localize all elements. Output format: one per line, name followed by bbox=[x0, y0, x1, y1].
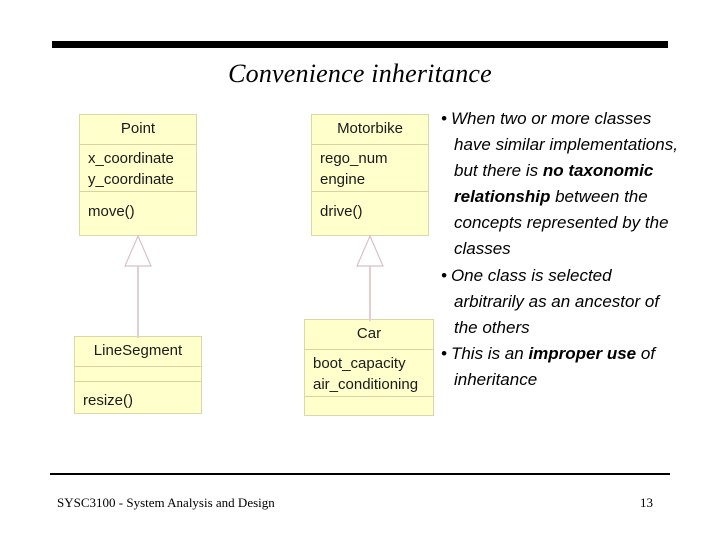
uml-operation-compartment bbox=[305, 396, 433, 417]
bullet-1-run-2: no taxonomic relationship bbox=[454, 161, 654, 207]
uml-class-linesegment[interactable]: LineSegment resize() bbox=[74, 336, 202, 414]
uml-attribute-compartment: rego_num engine bbox=[312, 144, 428, 191]
bullet-item-3: •This is an improper use of inheritance bbox=[441, 341, 681, 393]
footer-course-label: SYSC3100 - System Analysis and Design bbox=[57, 495, 275, 510]
uml-class-name: Motorbike bbox=[337, 120, 403, 137]
bullet-item-1: •When two or more classes have similar i… bbox=[441, 106, 681, 263]
page-title: Convenience inheritance bbox=[228, 59, 492, 88]
bullet-list: •When two or more classes have similar i… bbox=[441, 106, 681, 393]
bullet-item-2: •One class is selected arbitrarily as an… bbox=[441, 263, 681, 341]
title-top-rule bbox=[52, 41, 668, 48]
bullet-marker-2: • bbox=[441, 265, 447, 285]
bullet-marker-1: • bbox=[441, 109, 447, 128]
uml-class-point[interactable]: Point x_coordinate y_coordinate move() bbox=[79, 114, 197, 236]
generalization-arrow-linesegment-to-point bbox=[124, 234, 152, 338]
uml-class-name: LineSegment bbox=[93, 342, 183, 359]
uml-operation-compartment: move() bbox=[80, 191, 196, 226]
uml-operation-compartment: resize() bbox=[75, 381, 201, 415]
bullet-2-run-1: One class is selected arbitrarily as an … bbox=[450, 265, 660, 337]
uml-operation-compartment: drive() bbox=[312, 191, 428, 226]
footer-page-number: 13 bbox=[640, 495, 653, 510]
uml-attribute-compartment: x_coordinate y_coordinate bbox=[80, 144, 196, 191]
bullet-3-run-2: improper use bbox=[528, 343, 637, 363]
generalization-arrow-car-to-motorbike bbox=[356, 234, 384, 321]
uml-class-name: Point bbox=[120, 120, 156, 137]
uml-class-name: Car bbox=[356, 325, 382, 342]
uml-attribute-compartment: boot_capacity air_conditioning bbox=[305, 349, 433, 396]
uml-class-car[interactable]: Car boot_capacity air_conditioning bbox=[304, 319, 434, 416]
footer-top-rule bbox=[50, 473, 670, 475]
bullet-marker-3: • bbox=[441, 343, 447, 363]
bullet-3-run-3: of inheritance bbox=[454, 343, 656, 389]
bullet-1-run-1: When two or more classes have similar im… bbox=[450, 109, 678, 181]
uml-attribute-compartment bbox=[75, 366, 201, 381]
bullet-3-run-1: This is an bbox=[450, 343, 529, 363]
uml-class-motorbike[interactable]: Motorbike rego_num engine drive() bbox=[311, 114, 429, 236]
bullet-1-run-3: between the concepts represented by the … bbox=[454, 187, 669, 259]
